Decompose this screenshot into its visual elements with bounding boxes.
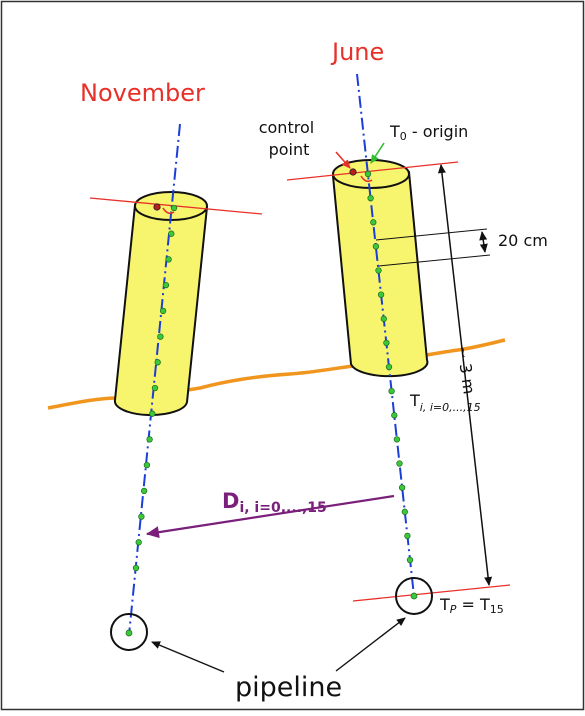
november-measurement-points <box>132 204 178 572</box>
spacing-label: 20 cm <box>498 231 548 250</box>
november-point-14 <box>132 564 140 572</box>
november-control-arc <box>162 207 175 215</box>
control-point-label: control point <box>259 118 320 159</box>
ti-label: Ti, i=0,...,15 <box>409 391 481 414</box>
november-point-11 <box>140 487 148 495</box>
june-point-0 <box>364 170 372 178</box>
june-point-7 <box>383 339 390 347</box>
june-measurement-points <box>364 170 414 564</box>
june-point-13 <box>398 484 406 491</box>
november-point-4 <box>159 307 167 315</box>
november-point-5 <box>157 333 164 340</box>
di-label: Di, i=0,...,15 <box>222 489 327 516</box>
pipeline-label: pipeline <box>235 672 342 703</box>
pipeline-arrow-left <box>151 641 225 673</box>
june-point-12 <box>396 460 403 467</box>
june-point-11 <box>393 436 401 443</box>
november-pipeline-circle <box>110 613 148 651</box>
june-pipeline-point <box>410 592 418 600</box>
june-point-3 <box>372 243 380 250</box>
june-point-9 <box>388 387 395 395</box>
june-label: June <box>330 38 384 66</box>
june-point-6 <box>380 315 387 322</box>
june-point-2 <box>370 219 377 226</box>
november-point-3 <box>162 281 170 289</box>
november-control-point <box>153 203 161 211</box>
november-point-9 <box>146 436 153 443</box>
pipeline-arrow-right <box>335 617 406 672</box>
distance-arrow <box>146 494 395 539</box>
november-point-0 <box>170 204 178 212</box>
control-arrow-icon <box>335 151 351 169</box>
june-pipeline-circle <box>395 577 433 615</box>
origin-arrow-icon <box>370 142 385 164</box>
november-point-7 <box>151 384 159 392</box>
june-control-arc <box>360 175 373 183</box>
june-point-15 <box>404 532 411 540</box>
june-top-plane <box>286 161 459 181</box>
tp-label: TP = T15 <box>439 595 504 616</box>
june-point-4 <box>375 267 382 274</box>
november-point-8 <box>149 410 156 417</box>
length-arrow <box>437 164 493 586</box>
november-axis-line <box>128 123 181 636</box>
november-point-1 <box>168 230 175 237</box>
june-point-16 <box>406 556 414 564</box>
november-pipeline-point <box>125 629 133 637</box>
june-point-5 <box>377 291 385 298</box>
june-control-point <box>349 168 357 176</box>
june-point-8 <box>385 363 393 371</box>
june-point-10 <box>391 412 398 419</box>
november-label: November <box>80 79 205 107</box>
november-point-6 <box>154 359 161 366</box>
november-point-10 <box>143 461 151 469</box>
november-point-12 <box>138 513 145 520</box>
november-point-13 <box>135 539 142 546</box>
origin-label: T0 - origin <box>389 122 468 143</box>
november-point-2 <box>165 256 172 263</box>
june-point-14 <box>401 508 408 515</box>
june-point-1 <box>367 194 374 202</box>
